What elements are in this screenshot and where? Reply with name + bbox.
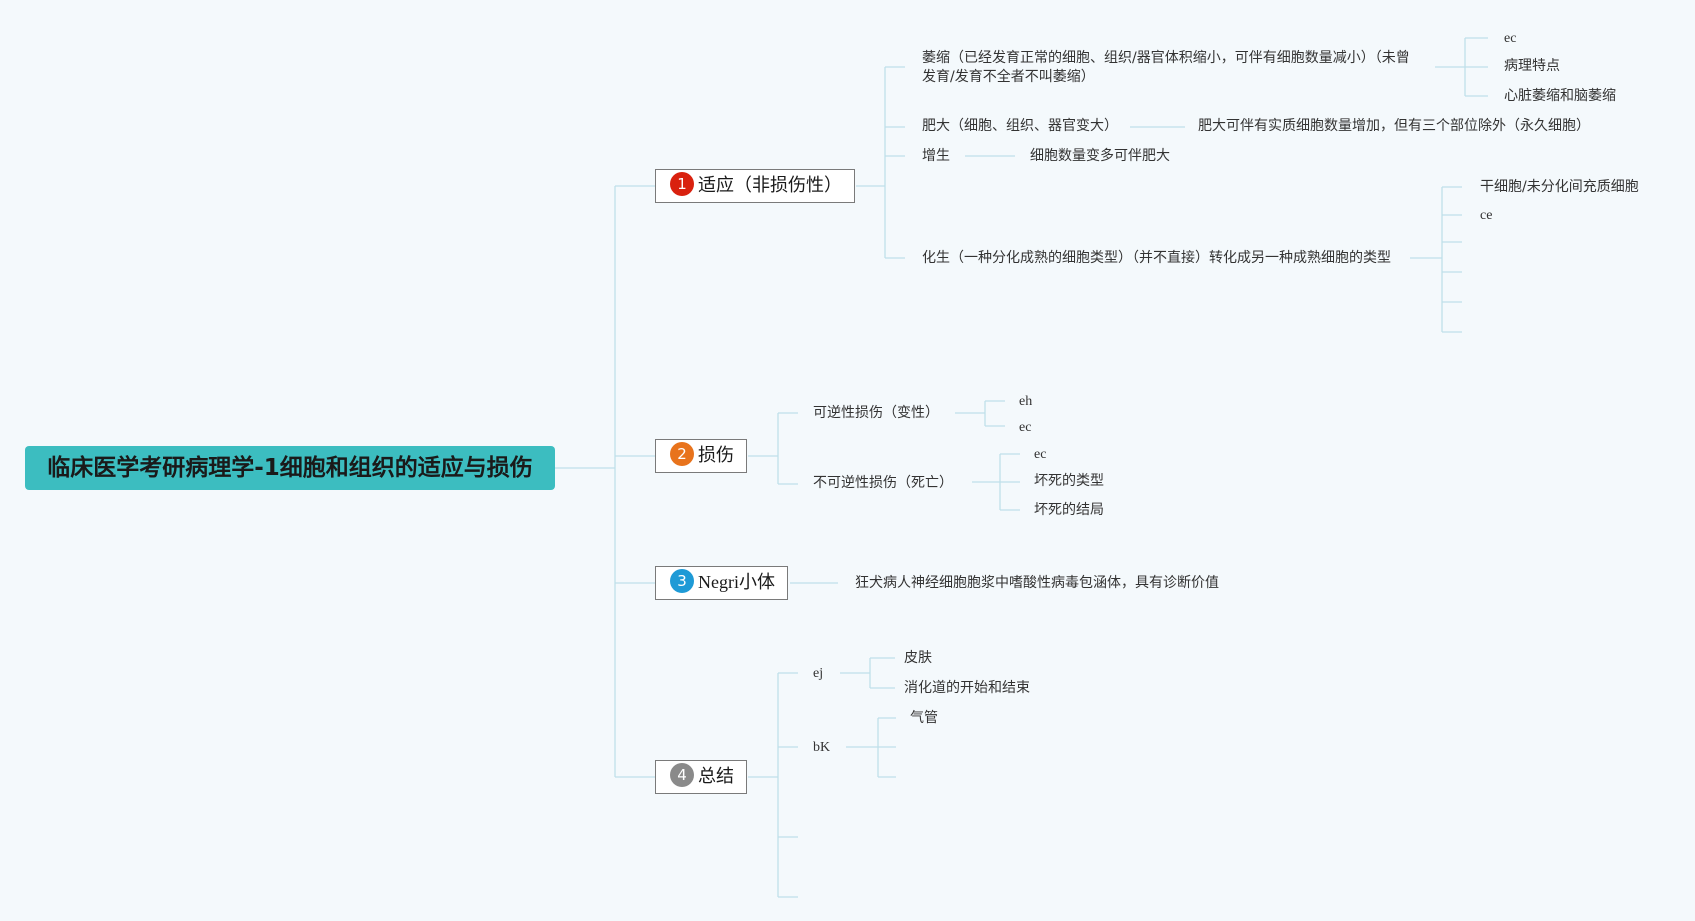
- topic-metaplasia-stem-cell[interactable]: 干细胞/未分化间充质细胞: [1480, 179, 1639, 195]
- topic-irreversible-ec[interactable]: ec: [1034, 447, 1047, 462]
- topic-hyperplasia[interactable]: 增生: [922, 148, 950, 164]
- number-badge: 4: [670, 763, 694, 787]
- number-badge: 2: [670, 442, 694, 466]
- topic-summary-trachea[interactable]: 气管: [910, 710, 938, 726]
- number-badge: 1: [670, 172, 694, 196]
- topic-irreversible-injury[interactable]: 不可逆性损伤（死亡）: [813, 475, 953, 491]
- topic-atrophy[interactable]: 萎缩（已经发育正常的细胞、组织/器官体积缩小，可伴有细胞数量减小）（未曾发育/发…: [922, 50, 1410, 85]
- topic-summary-bk[interactable]: bK: [813, 740, 831, 755]
- topic-negri-description[interactable]: 狂犬病人神经细胞胞浆中嗜酸性病毒包涵体，具有诊断价值: [855, 575, 1219, 591]
- topic-hyperplasia-note[interactable]: 细胞数量变多可伴肥大: [1030, 148, 1170, 164]
- topic-summary-digestive[interactable]: 消化道的开始和结束: [904, 680, 1030, 696]
- topic-summary-ej[interactable]: ej: [813, 666, 824, 681]
- topic-necrosis-types[interactable]: 坏死的类型: [1034, 473, 1104, 489]
- topic-necrosis-outcome[interactable]: 坏死的结局: [1034, 502, 1104, 518]
- topic-summary-skin[interactable]: 皮肤: [904, 650, 932, 666]
- number-badge: 3: [670, 569, 694, 593]
- branch-label: Negri小体: [698, 572, 775, 592]
- topic-metaplasia[interactable]: 化生（一种分化成熟的细胞类型）（并不直接）转化成另一种成熟细胞的类型: [922, 250, 1391, 266]
- topic-hypertrophy[interactable]: 肥大（细胞、组织、器官变大）: [922, 118, 1118, 134]
- topic-atrophy-heart-brain[interactable]: 心脏萎缩和脑萎缩: [1504, 88, 1616, 104]
- topic-atrophy-ec[interactable]: ec: [1504, 31, 1517, 46]
- branch-label: 适应（非损伤性）: [698, 175, 842, 196]
- topic-reversible-ec[interactable]: ec: [1019, 420, 1032, 435]
- topic-metaplasia-ce[interactable]: ce: [1480, 208, 1493, 223]
- root-topic[interactable]: 临床医学考研病理学-1细胞和组织的适应与损伤: [25, 446, 555, 490]
- branch-label: 总结: [698, 766, 734, 787]
- topic-hypertrophy-note[interactable]: 肥大可伴有实质细胞数量增加，但有三个部位除外（永久细胞）: [1198, 118, 1590, 134]
- topic-reversible-injury[interactable]: 可逆性损伤（变性）: [813, 405, 939, 421]
- topic-atrophy-pathology[interactable]: 病理特点: [1504, 58, 1560, 74]
- topic-reversible-eh[interactable]: eh: [1019, 394, 1033, 409]
- branch-label: 损伤: [698, 445, 734, 466]
